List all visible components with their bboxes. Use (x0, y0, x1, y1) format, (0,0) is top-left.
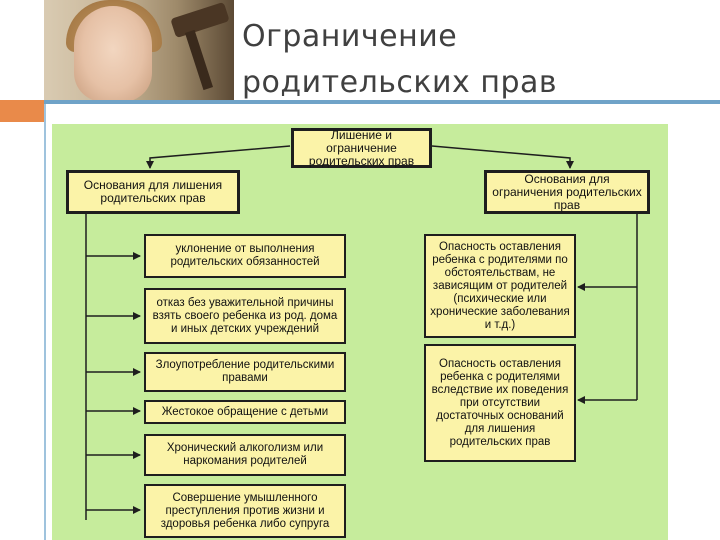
title-rule-left (44, 100, 242, 104)
title-photo (44, 0, 234, 100)
left-item-1: уклонение от выполнения родительских обя… (144, 234, 346, 278)
slide-title-line1: Ограничение (242, 19, 458, 54)
left-item-6: Совершение умышленного преступления прот… (144, 484, 346, 538)
left-header-text: Основания для лишения родительских прав (83, 178, 223, 205)
left-item-3-text: Злоупотребление родительскими правами (155, 359, 335, 384)
left-item-6-text: Совершение умышленного преступления прот… (160, 491, 330, 530)
left-item-1-text: уклонение от выполнения родительских обя… (170, 243, 320, 268)
right-item-1-text: Опасность оставления ребенка с родителям… (430, 240, 570, 331)
title-rule-right (242, 100, 720, 104)
gavel-handle (184, 29, 214, 91)
right-header-box: Основания для ограничения родительских п… (484, 170, 650, 214)
left-item-5-text: Хронический алкоголизм или наркомания ро… (166, 442, 324, 467)
left-item-3: Злоупотребление родительскими правами (144, 352, 346, 392)
gavel-icon (170, 1, 230, 39)
slide-vertical-rule (44, 104, 46, 540)
right-item-2: Опасность оставления ребенка с родителям… (424, 344, 576, 462)
child-face (74, 6, 152, 100)
accent-square (0, 100, 44, 122)
left-item-4: Жестокое обращение с детьми (144, 400, 346, 424)
left-item-2-text: отказ без уважительной причины взять сво… (152, 296, 338, 335)
left-item-4-text: Жестокое обращение с детьми (161, 405, 329, 418)
right-item-2-text: Опасность оставления ребенка с родителям… (431, 357, 569, 448)
right-header-text: Основания для ограничения родительских п… (492, 171, 642, 212)
right-item-1: Опасность оставления ребенка с родителям… (424, 234, 576, 338)
root-box-text: Лишение и ограничение родительских прав (308, 127, 415, 168)
left-header-box: Основания для лишения родительских прав (66, 170, 240, 214)
left-item-2: отказ без уважительной причины взять сво… (144, 288, 346, 344)
root-box: Лишение и ограничение родительских прав (291, 128, 432, 168)
slide-title: Ограничение родительских прав (242, 14, 712, 106)
left-item-5: Хронический алкоголизм или наркомания ро… (144, 434, 346, 476)
slide-title-line2: родительских прав (242, 65, 558, 100)
